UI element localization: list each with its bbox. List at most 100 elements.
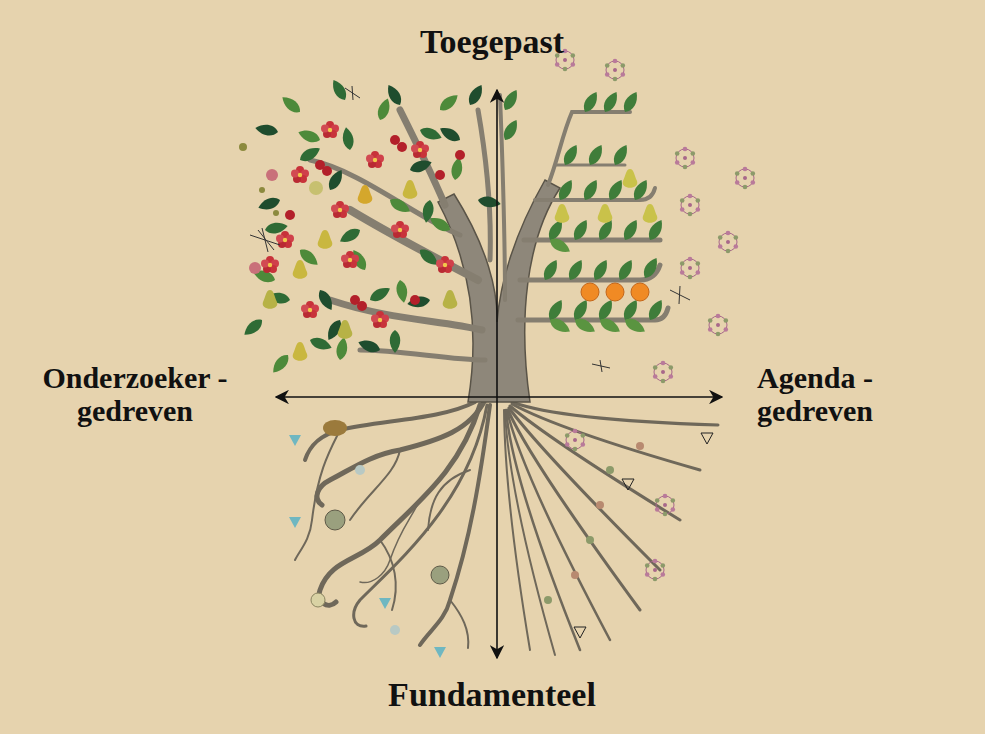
berry (455, 150, 465, 160)
rosette (653, 361, 673, 384)
triangle-symbol (289, 435, 301, 446)
dot (390, 625, 400, 635)
branch (478, 110, 490, 260)
berry (285, 210, 295, 220)
ordered-foliage (500, 87, 690, 372)
pear (318, 230, 333, 249)
flower (261, 256, 279, 273)
leaf (610, 142, 631, 167)
bead (606, 466, 614, 474)
flower (366, 151, 384, 168)
flower (341, 251, 359, 268)
leaf (335, 336, 349, 360)
leaf (357, 337, 382, 355)
branch (350, 210, 478, 280)
root (504, 410, 530, 650)
right-branches (500, 95, 668, 320)
leaf (477, 195, 501, 209)
branch (518, 308, 668, 320)
flower (276, 231, 294, 248)
root-beads (544, 429, 713, 638)
root-ornaments (289, 420, 449, 658)
leaf (329, 77, 350, 102)
leaf (408, 157, 433, 175)
leaf (390, 330, 401, 353)
branch (310, 160, 460, 235)
leaf (540, 257, 561, 282)
leaf (580, 89, 601, 114)
rosette (675, 147, 695, 170)
dense-foliage (241, 77, 502, 376)
axis-label-left: Onderzoeker - gedreven (30, 361, 240, 427)
rosette (655, 494, 675, 517)
leaf (437, 91, 461, 114)
flower (291, 166, 309, 183)
leaf (500, 87, 521, 112)
leaf (620, 217, 641, 242)
berry (397, 142, 407, 152)
root (360, 500, 420, 583)
axis-label-top-slot: Toegepast (420, 23, 564, 60)
rosette (605, 59, 625, 82)
seed-pod (311, 593, 325, 607)
berry (410, 295, 420, 305)
berry (357, 301, 367, 311)
rosette (735, 167, 755, 190)
seed-pod (431, 566, 449, 584)
blossom (266, 169, 278, 181)
axis-label-right-slot: Agenda - gedreven (715, 361, 915, 427)
root (350, 450, 400, 520)
leaf (418, 125, 443, 143)
leaf (450, 156, 464, 180)
branch (330, 300, 482, 330)
leaf (257, 195, 282, 213)
twisted-roots (295, 400, 490, 648)
root (428, 470, 470, 530)
straight-roots (504, 402, 718, 655)
trunk (438, 180, 560, 402)
triangle-symbol (701, 433, 713, 444)
dot (355, 465, 365, 475)
dot (259, 187, 265, 193)
pear (403, 180, 418, 199)
bead (596, 501, 604, 509)
pear (293, 260, 308, 279)
rosette (565, 429, 585, 452)
left-branches (310, 110, 490, 360)
root (295, 430, 340, 560)
triangle-symbol (434, 647, 446, 658)
leaf (570, 217, 591, 242)
axis-label-right: Agenda - gedreven (715, 361, 915, 427)
triangle-symbol (574, 627, 586, 638)
leaf (640, 255, 661, 280)
leaf (597, 315, 622, 336)
dot (273, 210, 279, 216)
blossom (249, 262, 261, 274)
leaf (308, 335, 333, 353)
leaf (615, 257, 636, 282)
leaf (585, 142, 606, 167)
flower (321, 121, 339, 138)
leaf (437, 124, 462, 145)
leaf (279, 93, 303, 116)
leaf (555, 177, 576, 202)
root (505, 410, 555, 655)
branch (520, 265, 660, 280)
leaf (572, 315, 597, 336)
leaf (269, 352, 292, 376)
seed-head (309, 181, 323, 195)
root (354, 405, 487, 626)
leaf (500, 117, 521, 142)
leaf (545, 297, 566, 322)
pear (358, 185, 373, 204)
leaf (395, 279, 409, 303)
flower (371, 311, 389, 328)
triangle-symbol (379, 598, 391, 609)
branch (360, 350, 485, 360)
pear (643, 204, 658, 223)
leaf (384, 82, 405, 107)
leaf (341, 126, 355, 150)
leaf (590, 257, 611, 282)
berry (322, 166, 332, 176)
